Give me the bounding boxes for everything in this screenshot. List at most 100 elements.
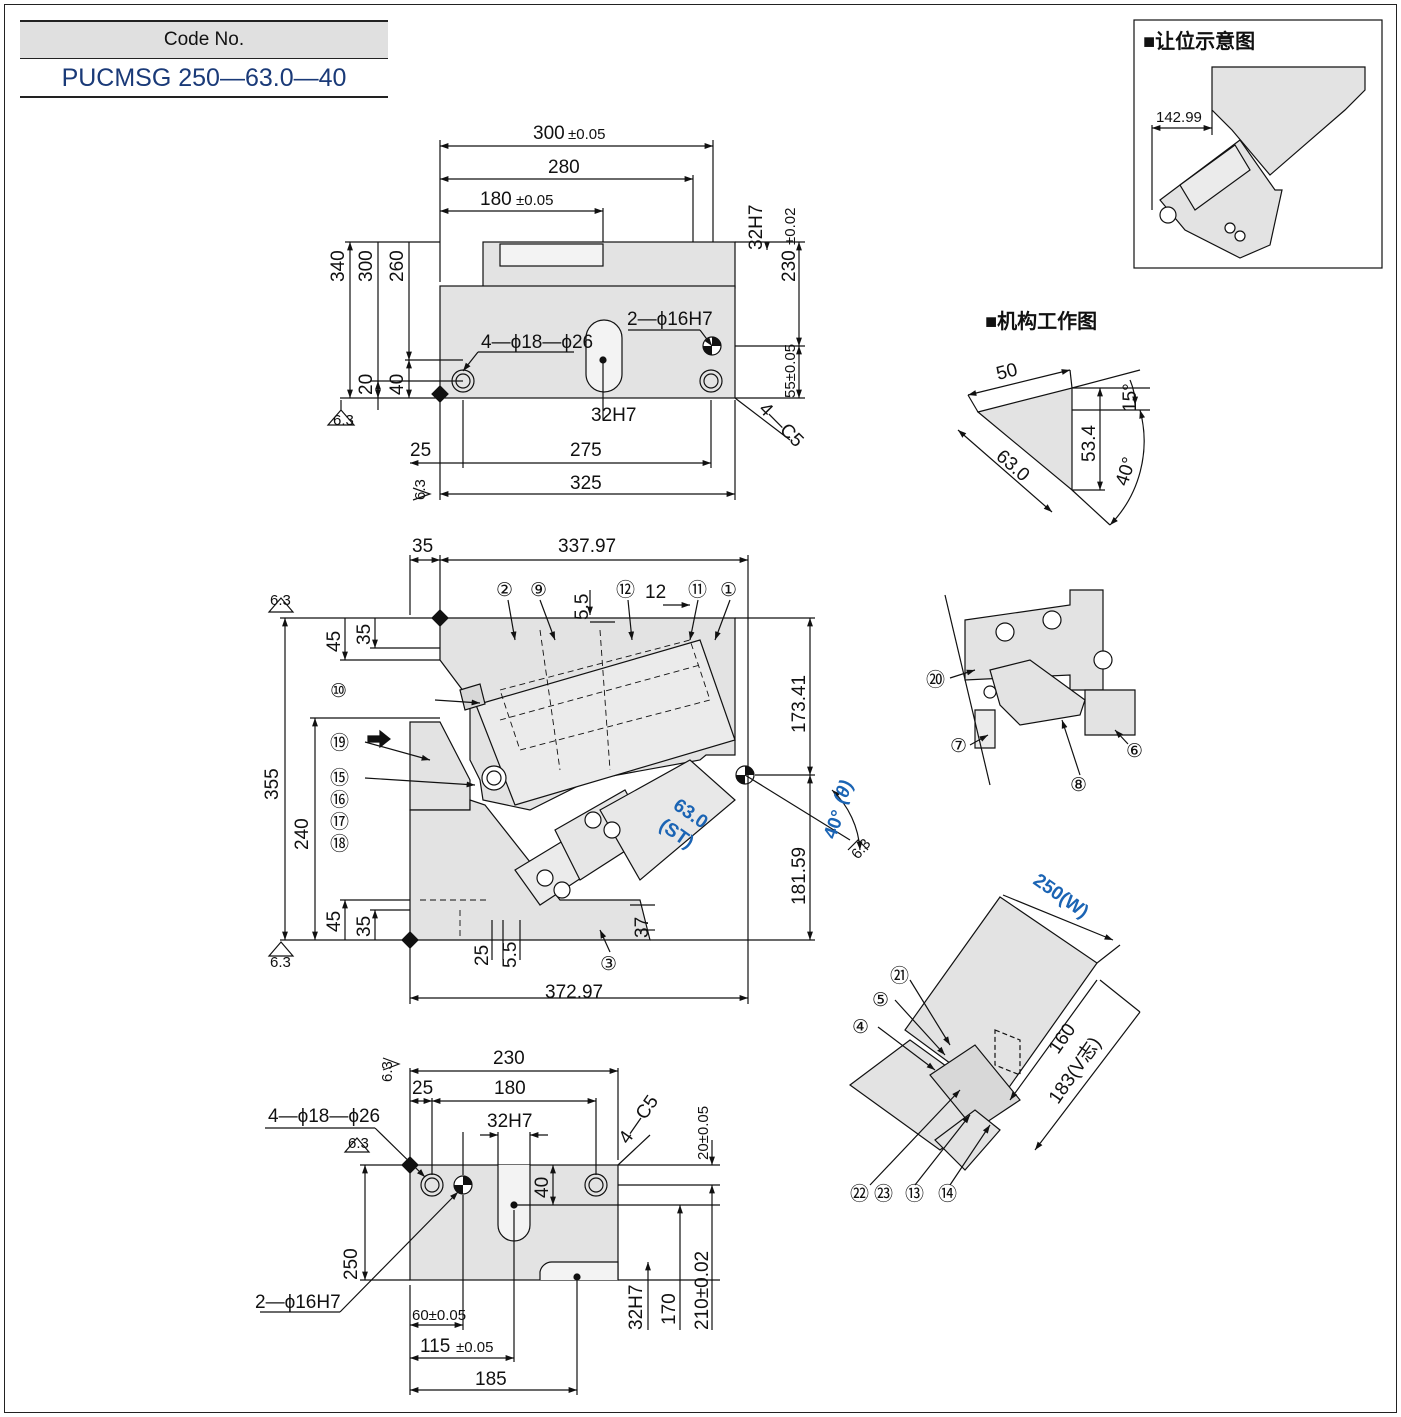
- label-mount-holes-bottom: 4—ϕ18—ϕ26: [268, 1106, 380, 1127]
- isometric-view: [848, 894, 1141, 1186]
- code-number-box: Code No. PUCMSG 250—63.0—40: [20, 20, 388, 98]
- dim-25-bottom: 25: [472, 945, 493, 966]
- dim-35-top: 35: [412, 536, 433, 557]
- label-chamfer: 4—C5: [754, 399, 807, 452]
- iso-width-250w: 250(W): [1029, 870, 1092, 923]
- code-number-header: Code No.: [20, 20, 388, 59]
- balloon-23: ㉓: [874, 1183, 893, 1205]
- dim-142-99: 142.99: [1156, 109, 1202, 126]
- balloon-10: ⑩: [330, 681, 347, 702]
- balloon-5: ⑤: [872, 990, 889, 1011]
- balloon-4: ④: [852, 1017, 869, 1038]
- dim-40-bottom: 40: [532, 1177, 553, 1198]
- dim-173-41: 173.41: [789, 675, 810, 733]
- direction-arrow-icon: [367, 729, 391, 749]
- dim-181-59: 181.59: [789, 847, 810, 905]
- dim-53-4: 53.4: [1079, 425, 1100, 462]
- balloon-12: ⑫: [616, 579, 635, 601]
- dim-250: 250: [341, 1248, 362, 1280]
- dim-300: 300: [533, 123, 565, 144]
- balloon-13: ⑬: [905, 1183, 924, 1205]
- mount-hole: [699, 369, 723, 393]
- dim-260: 260: [387, 250, 408, 282]
- dim-340: 340: [328, 250, 349, 282]
- label-mount-holes: 4—ϕ18—ϕ26: [481, 332, 593, 353]
- balloon-11: ⑪: [688, 579, 707, 601]
- dim-180: 180: [480, 189, 512, 210]
- roughness-symbol: 6.3: [270, 592, 291, 609]
- detail-view-labels: ⑳ ⑦ ⑧ ⑥: [926, 669, 1143, 796]
- balloon-2: ②: [496, 580, 513, 601]
- balloon-19: ⑲: [330, 732, 349, 754]
- mechanism-inset: [957, 369, 1150, 526]
- dim-45-bottom: 45: [324, 911, 345, 932]
- guide-block: [599, 759, 736, 881]
- dim-372-97: 372.97: [545, 982, 603, 1003]
- dim-170: 170: [659, 1293, 680, 1325]
- bottom-view-labels: 230 25 180 32H7 4—C5 4—ϕ18—ϕ26 20±0.05 4…: [255, 1048, 713, 1390]
- top-view-slot: [499, 243, 604, 267]
- dim-5-5-bottom: 5.5: [500, 942, 521, 968]
- balloon-20: ⑳: [926, 669, 945, 691]
- top-view: [326, 140, 805, 501]
- dim-275: 275: [570, 440, 602, 461]
- dim-37: 37: [632, 917, 653, 938]
- mount-hole: [703, 373, 719, 389]
- roughness-symbol: 6.3: [270, 954, 291, 971]
- balloon-14: ⑭: [938, 1183, 957, 1205]
- balloon-22: ㉒: [850, 1183, 869, 1205]
- detail-view: [944, 589, 1136, 786]
- angle-15: 15°: [1120, 383, 1141, 412]
- dim-20: 20: [356, 374, 377, 395]
- dim-25-bottom-view: 25: [412, 1078, 433, 1099]
- balloon-3: ③: [600, 954, 617, 975]
- dim-180-tol: ±0.05: [516, 192, 553, 209]
- sheet-border: [4, 4, 1397, 1413]
- dim-230: 230: [779, 250, 800, 282]
- dim-325: 325: [570, 473, 602, 494]
- clearance-inset-labels: ■让位示意图 142.99: [1143, 29, 1255, 126]
- dim-40: 40: [387, 374, 408, 395]
- balloon-7: ⑦: [950, 736, 967, 757]
- dim-300-vertical: 300: [356, 250, 377, 282]
- balloon-9: ⑨: [530, 580, 547, 601]
- dim-5-5: 5.5: [572, 594, 593, 620]
- dim-210: 210±0.02: [692, 1251, 713, 1330]
- roughness-symbol: 6.3: [333, 412, 354, 429]
- dim-115: 115: [420, 1336, 450, 1357]
- balloon-18: ⑱: [330, 833, 349, 855]
- roughness-symbol: 6.3: [379, 1061, 396, 1082]
- label-chamfer-bottom: 4—C5: [615, 1092, 663, 1148]
- bottom-view: [260, 1057, 720, 1395]
- label-dowel-pins: 2—ϕ16H7: [627, 309, 713, 330]
- dim-25: 25: [410, 440, 431, 461]
- mechanism-inset-title: ■机构工作图: [985, 309, 1097, 333]
- cam-angle-theta: (θ): [830, 778, 858, 807]
- balloon-16: ⑯: [330, 789, 349, 811]
- dim-337-97: 337.97: [558, 536, 616, 557]
- dim-12: 12: [645, 582, 666, 603]
- dim-280: 280: [548, 157, 580, 178]
- dim-230-bottom: 230: [493, 1048, 525, 1069]
- dim-35-bottom: 35: [354, 916, 375, 937]
- dim-45: 45: [324, 631, 345, 652]
- dim-32h7: 32H7: [746, 205, 767, 250]
- front-view: [267, 555, 869, 1004]
- balloon-8: ⑧: [1070, 775, 1087, 796]
- roughness-symbol: 6.3: [848, 836, 874, 863]
- dim-185: 185: [475, 1369, 507, 1390]
- top-view-pocket: [585, 319, 623, 393]
- code-number-value: PUCMSG 250—63.0—40: [20, 59, 388, 98]
- clearance-inset-title: ■让位示意图: [1143, 29, 1255, 53]
- label-slot-32h7: 32H7: [591, 405, 636, 426]
- dim-355: 355: [262, 768, 283, 800]
- dim-230-tol: ±0.02: [782, 208, 799, 245]
- balloon-17: ⑰: [330, 811, 349, 833]
- dim-50: 50: [994, 359, 1020, 384]
- label-dowel-pins-bottom: 2—ϕ16H7: [255, 1292, 341, 1313]
- balloon-6: ⑥: [1126, 741, 1143, 762]
- clearance-inset: [1133, 19, 1383, 269]
- balloon-21: ㉑: [890, 965, 909, 987]
